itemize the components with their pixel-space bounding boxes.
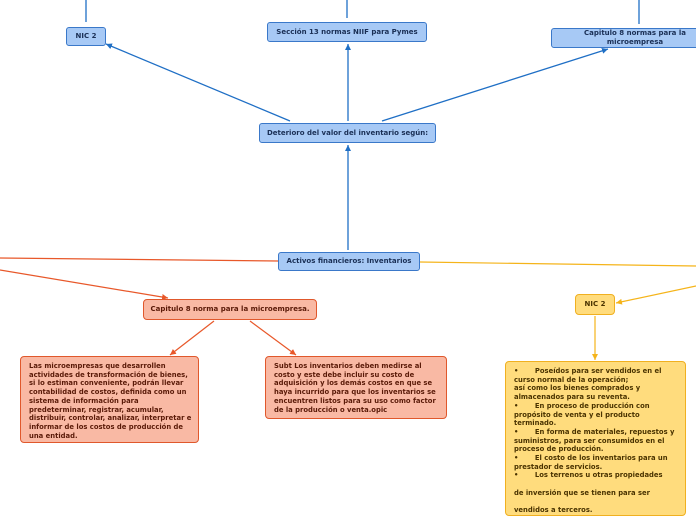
node-capitulo8-microempresa-top[interactable]: Capitulo 8 normas para la microempresa xyxy=(551,28,696,48)
line-right-to-nic2 xyxy=(615,285,696,305)
node-deterioro[interactable]: Deterioro del valor del inventario según… xyxy=(259,123,436,143)
line-capitulo8-to-right-text xyxy=(249,320,297,356)
node-inventarios-definition-text[interactable]: • Poseídos para ser vendidos en el curso… xyxy=(505,361,686,516)
line-deterioro-to-capitulo8 xyxy=(381,47,609,122)
line-activos-to-left-offscreen xyxy=(0,257,279,262)
node-microempresas-text[interactable]: Las microempresas que desarrollen activi… xyxy=(20,356,199,443)
node-subt-inventarios-text[interactable]: Subt Los inventarios deben medirse al co… xyxy=(265,356,447,419)
node-seccion13[interactable]: Sección 13 normas NIIF para Pymes xyxy=(267,22,427,42)
node-nic2-yellow[interactable]: NIC 2 xyxy=(575,294,615,315)
line-activos-to-right-offscreen xyxy=(419,261,696,267)
node-activos-financieros[interactable]: Activos financieros: Inventarios xyxy=(278,252,420,271)
node-capitulo8-norma[interactable]: Capitulo 8 norma para la microempresa. xyxy=(143,299,317,320)
line-deterioro-to-nic2 xyxy=(105,43,291,122)
line-capitulo8-to-left-text xyxy=(169,320,215,356)
line-left-to-capitulo8 xyxy=(0,269,169,300)
node-nic2-top[interactable]: NIC 2 xyxy=(66,27,106,46)
